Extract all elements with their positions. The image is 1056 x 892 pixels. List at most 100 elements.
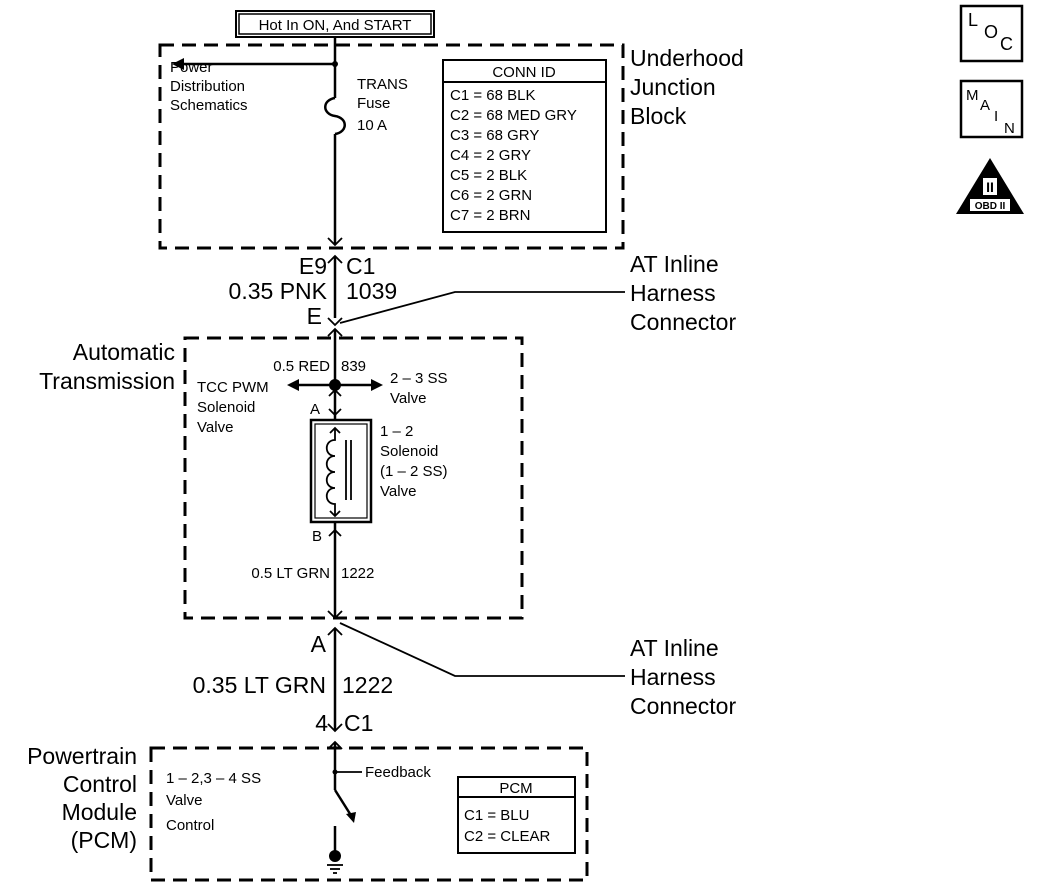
- conn-id-row: C5 = 2 BLK: [450, 167, 527, 184]
- conn-id-title: CONN ID: [492, 64, 556, 81]
- main-icon[interactable]: M A I N: [959, 79, 1024, 139]
- conn-id-row: C6 = 2 GRN: [450, 187, 532, 204]
- arrow-left-icon: [172, 58, 184, 70]
- obd-numeral: II: [986, 179, 994, 195]
- ground-terminal: [329, 850, 341, 862]
- connector2-wire-color: 0.35 LT GRN: [193, 672, 326, 698]
- power-dist-line2: Distribution: [170, 78, 245, 95]
- splice-dot: [332, 769, 338, 775]
- power-source-text: Hot In ON, And START: [259, 17, 412, 34]
- arrow-left-icon: [287, 379, 299, 391]
- connector1-label-line2: Harness: [630, 280, 716, 306]
- fuse-label: TRANS Fuse 10 A: [357, 76, 408, 134]
- pcm-table-row: C2 = CLEAR: [464, 828, 550, 845]
- tcc-line2: Solenoid: [197, 399, 255, 416]
- solenoid-line3: (1 – 2 SS): [380, 463, 448, 480]
- main-letter: N: [1004, 120, 1015, 137]
- conn-id-row: C4 = 2 GRY: [450, 147, 531, 164]
- transmission-wire-color-bottom: 0.5 LT GRN: [251, 565, 330, 582]
- connector1-leader-line: [339, 291, 625, 324]
- solenoid-line2: Solenoid: [380, 443, 438, 460]
- transmission-title-line2: Transmission: [39, 368, 175, 394]
- connector2-label: AT Inline Harness Connector: [630, 635, 736, 719]
- splice-dot: [332, 61, 338, 67]
- underhood-title-line1: Underhood: [630, 45, 744, 71]
- connector1-circuit: 1039: [346, 278, 397, 304]
- underhood-title-line3: Block: [630, 103, 687, 129]
- connector1-pin-right: C1: [346, 253, 375, 279]
- loc-icon[interactable]: L O C: [959, 4, 1024, 63]
- fuse-line1: TRANS: [357, 76, 408, 93]
- main-letter: M: [966, 87, 979, 104]
- transmission-title-line1: Automatic: [73, 339, 175, 365]
- connector2-label-line2: Harness: [630, 664, 716, 690]
- main-letter: I: [994, 108, 998, 125]
- loc-letter: C: [1000, 34, 1013, 54]
- ss23-line1: 2 – 3 SS: [390, 370, 448, 387]
- connector1-label: AT Inline Harness Connector: [630, 251, 736, 335]
- solenoid-coil: [325, 428, 336, 516]
- obd-text: OBD II: [975, 201, 1006, 212]
- solenoid-symbol: [309, 418, 373, 524]
- main-letter: A: [980, 97, 990, 114]
- connector2-pin-left: 4: [315, 710, 328, 736]
- connector2-pin-right: C1: [344, 710, 373, 736]
- tcc-line3: Valve: [197, 419, 233, 436]
- valve-control-line1: 1 – 2,3 – 4 SS: [166, 770, 261, 787]
- connector1-pin-bottom: E: [307, 303, 322, 329]
- pcm-table-title: PCM: [499, 780, 532, 797]
- solenoid-line4: Valve: [380, 483, 416, 500]
- conn-id-row: C2 = 68 MED GRY: [450, 107, 577, 124]
- ground-icon: [327, 864, 343, 874]
- transmission-title: Automatic Transmission: [39, 339, 175, 394]
- feedback-label: Feedback: [365, 764, 431, 781]
- power-dist-line3: Schematics: [170, 97, 248, 114]
- solenoid-label: 1 – 2 Solenoid (1 – 2 SS) Valve: [380, 423, 448, 500]
- conn-id-row: C3 = 68 GRY: [450, 127, 539, 144]
- arrow-up-icon: [328, 388, 342, 397]
- transmission-circuit-bottom: 1222: [341, 565, 374, 582]
- fuse-line2: Fuse: [357, 95, 390, 112]
- pcm-title-line2: Control: [63, 771, 137, 797]
- arrow-up-icon: [329, 426, 341, 434]
- transmission-pin-a: A: [310, 401, 320, 418]
- conn-id-row: C7 = 2 BRN: [450, 207, 530, 224]
- connector2-label-line3: Connector: [630, 693, 736, 719]
- underhood-title-line2: Junction: [630, 74, 716, 100]
- tcc-label: TCC PWM Solenoid Valve: [197, 379, 269, 436]
- arrow-down-icon: [328, 408, 342, 417]
- ss23-label: 2 – 3 SS Valve: [390, 370, 448, 407]
- power-dist-line1: Power: [170, 59, 213, 76]
- valve-control-label: 1 – 2,3 – 4 SS Valve Control: [166, 770, 261, 834]
- ss23-line2: Valve: [390, 390, 426, 407]
- fuse-symbol: [324, 96, 346, 136]
- conn-id-table: CONN ID C1 = 68 BLK C2 = 68 MED GRY C3 =…: [442, 59, 607, 233]
- connector1-label-line1: AT Inline: [630, 251, 719, 277]
- conn-id-row: C1 = 68 BLK: [450, 87, 535, 104]
- power-source-label: Hot In ON, And START: [235, 10, 435, 38]
- connector1-pin-left: E9: [299, 253, 327, 279]
- pcm-title-line3: Module: [62, 799, 137, 825]
- pcm-table: PCM C1 = BLU C2 = CLEAR: [457, 776, 576, 854]
- power-distribution-label: Power Distribution Schematics: [170, 59, 248, 114]
- connector1-wire-color: 0.35 PNK: [229, 278, 328, 304]
- connector2-leader-line: [339, 622, 625, 677]
- solenoid-line1: 1 – 2: [380, 423, 413, 440]
- connector2-circuit: 1222: [342, 672, 393, 698]
- obd-ii-icon[interactable]: II OBD II: [956, 158, 1024, 214]
- connector2-label-line1: AT Inline: [630, 635, 719, 661]
- connector1-label-line3: Connector: [630, 309, 736, 335]
- loc-letter: O: [984, 22, 998, 42]
- arrow-right-icon: [371, 379, 383, 391]
- valve-control-line3: Control: [166, 817, 214, 834]
- underhood-junction-block-border: [158, 43, 625, 250]
- transmission-wire-color-top: 0.5 RED: [273, 358, 330, 375]
- pcm-table-row: C1 = BLU: [464, 807, 529, 824]
- pcm-title-line1: Powertrain: [27, 743, 137, 769]
- loc-letter: L: [968, 10, 978, 30]
- connector2-pin-top: A: [311, 631, 327, 657]
- valve-control-line2: Valve: [166, 792, 202, 809]
- transmission-circuit-top: 839: [341, 358, 366, 375]
- arrow-down-icon: [329, 510, 341, 518]
